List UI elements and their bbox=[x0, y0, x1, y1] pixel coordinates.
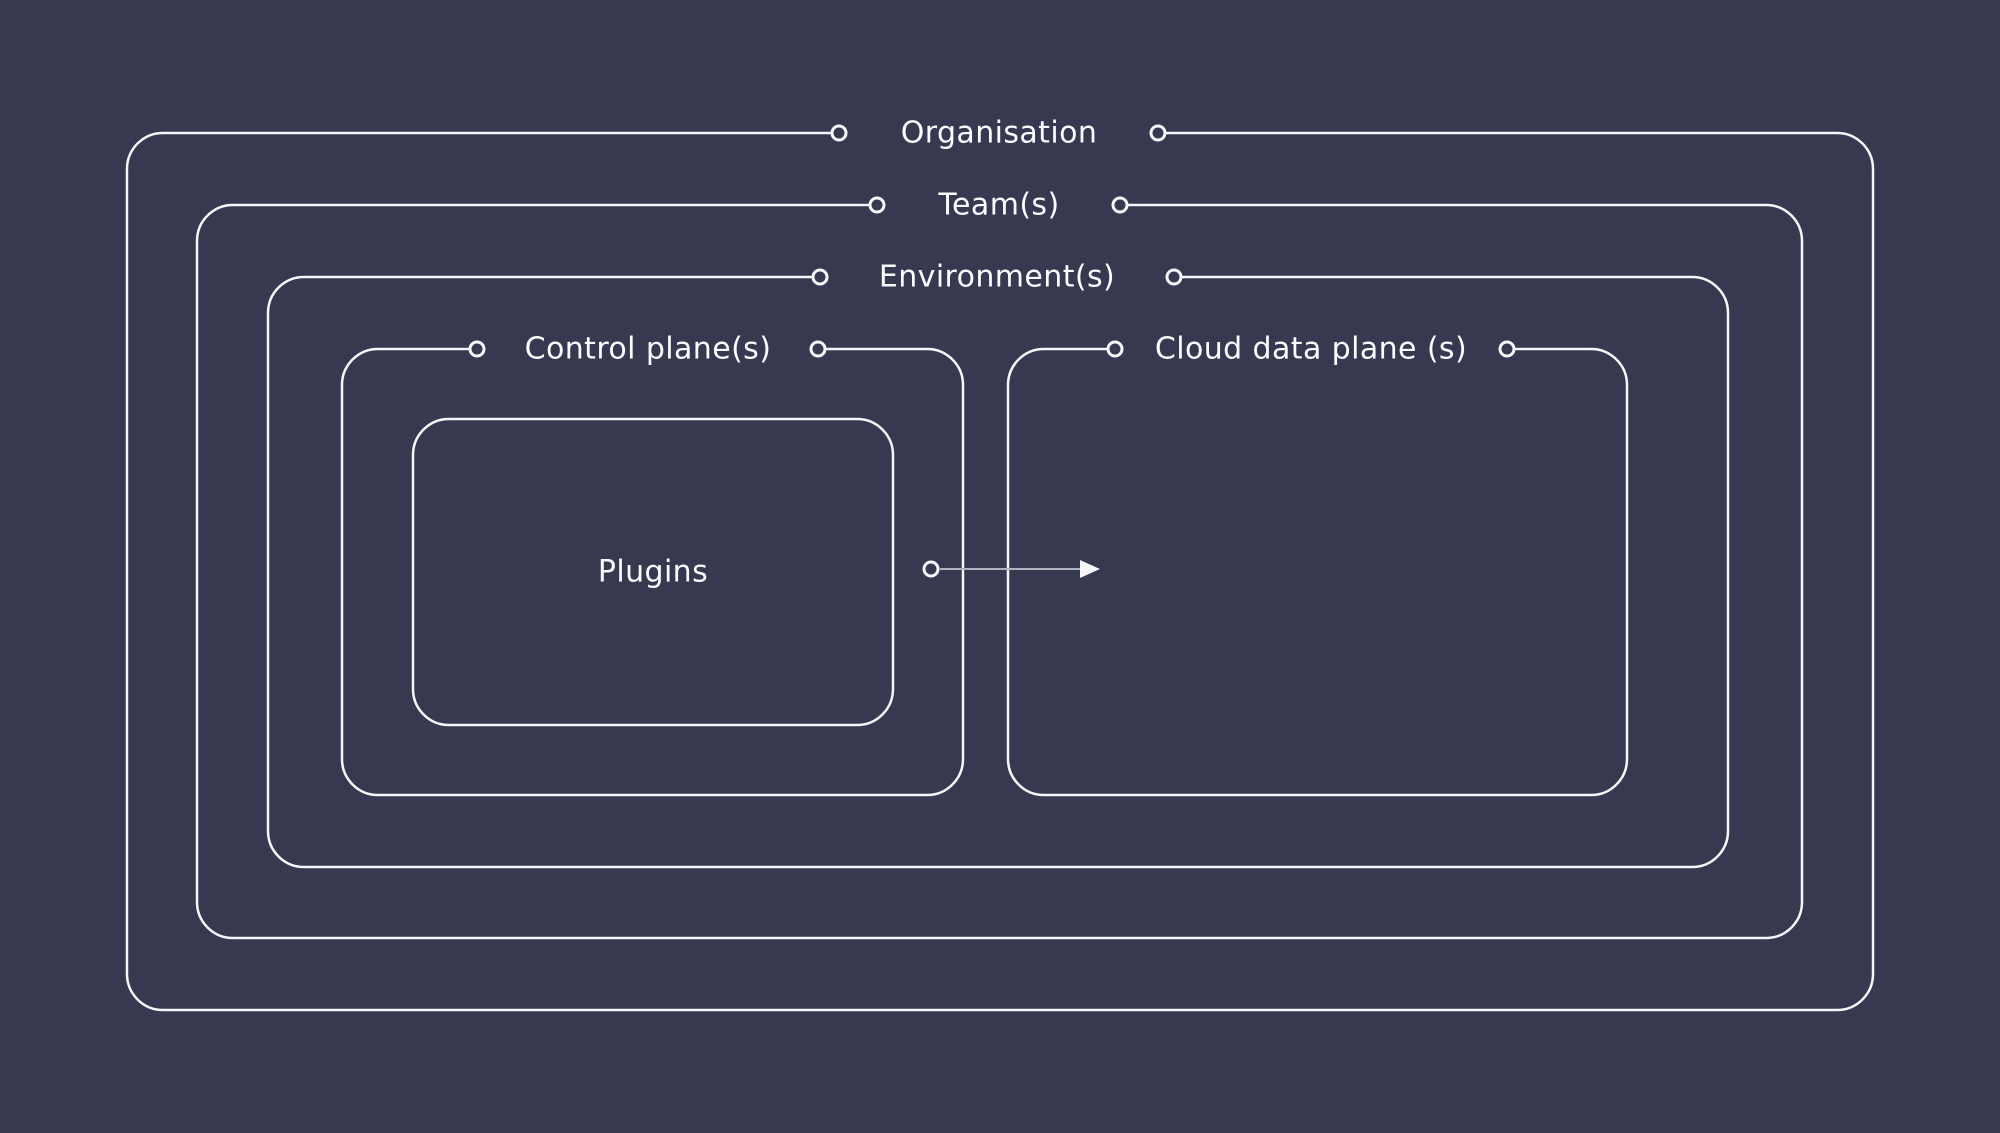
line-endpoint-dot bbox=[809, 340, 827, 358]
line-endpoint-dot bbox=[1165, 268, 1183, 286]
teams-box-border bbox=[195, 203, 1804, 940]
organisation-box-border bbox=[125, 131, 1875, 1012]
line-endpoint-dot bbox=[1106, 340, 1124, 358]
environments-label: Environment(s) bbox=[878, 259, 1116, 295]
cloud-data-planes-box-border bbox=[1006, 347, 1629, 797]
line-endpoint-dot bbox=[468, 340, 486, 358]
control-planes-box-border bbox=[340, 347, 965, 797]
teams-label: Team(s) bbox=[938, 187, 1060, 223]
environments-box-border bbox=[266, 275, 1730, 869]
arrow-start-dot bbox=[922, 560, 940, 578]
line-endpoint-dot bbox=[1149, 124, 1167, 142]
plugins-label: Plugins bbox=[597, 554, 709, 590]
plugins-to-cloud-arrow bbox=[922, 560, 1100, 578]
organisation-label: Organisation bbox=[900, 115, 1098, 151]
line-endpoint-dot bbox=[868, 196, 886, 214]
line-endpoint-dot bbox=[830, 124, 848, 142]
line-endpoint-dot bbox=[811, 268, 829, 286]
arrowhead-icon bbox=[1080, 560, 1100, 578]
label-endpoint-dots bbox=[468, 124, 1516, 358]
control-planes-label: Control plane(s) bbox=[524, 331, 772, 367]
line-endpoint-dot bbox=[1498, 340, 1516, 358]
plugins-box-border bbox=[411, 417, 895, 727]
cloud-data-planes-label: Cloud data plane (s) bbox=[1154, 331, 1468, 367]
line-endpoint-dot bbox=[1111, 196, 1129, 214]
